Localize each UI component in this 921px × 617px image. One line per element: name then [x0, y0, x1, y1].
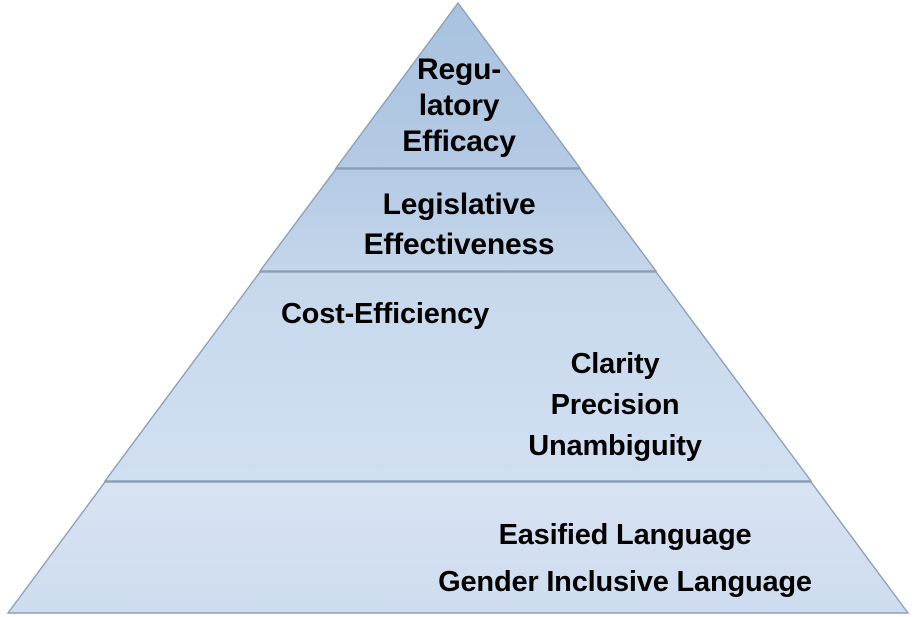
- pyramid-tier-2-shape: [258, 168, 658, 272]
- pyramid-tier-3-shape: [103, 271, 813, 482]
- pyramid-tier-4-shape: [6, 481, 910, 614]
- pyramid-tier-1-shape: [334, 1, 582, 169]
